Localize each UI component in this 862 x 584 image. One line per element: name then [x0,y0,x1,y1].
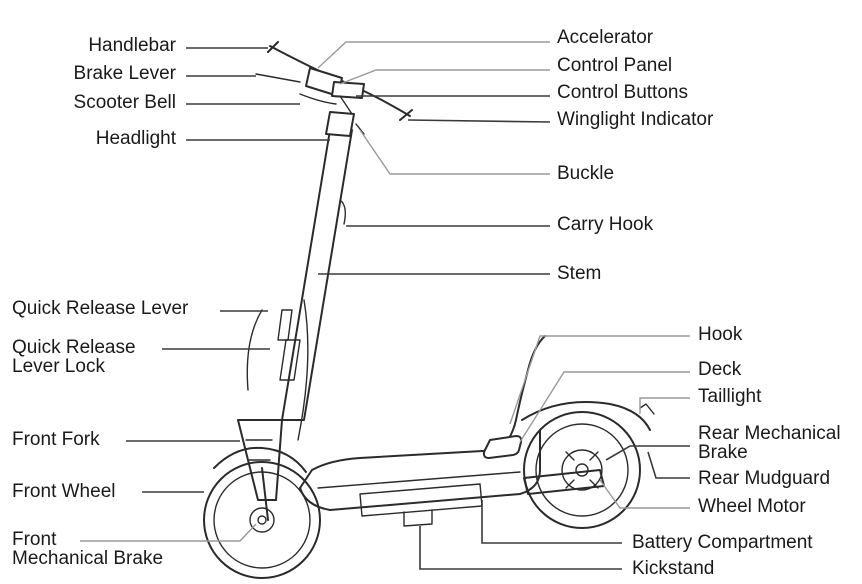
stem [246,129,353,441]
fork [237,419,283,521]
label-control-panel: Control Panel [557,55,673,76]
label-carry-hook: Carry Hook [557,214,654,235]
label-front-mechanical-brake-line1: Front [12,529,57,550]
label-brake-lever: Brake Lever [73,63,176,84]
label-hook: Hook [698,324,743,345]
front-wheel [203,461,321,579]
label-wheel-motor: Wheel Motor [698,496,806,517]
label-front-wheel: Front Wheel [12,481,116,502]
label-stem: Stem [557,263,602,284]
label-front-mechanical-brake-line2: Mechanical Brake [12,548,164,569]
label-scooter-bell: Scooter Bell [73,92,176,113]
label-taillight: Taillight [698,386,762,407]
label-front-mechanical-brake: Front Mechanical Brake [12,530,163,568]
leader-lines [80,41,690,570]
label-rear-mechanical-brake-line2: Brake [698,442,748,463]
rear-mudguard [521,401,655,431]
deck [299,335,546,511]
label-quick-release-lever-lock-line1: Quick Release [12,337,136,358]
label-rear-mechanical-brake-line1: Rear Mechanical [698,423,841,444]
headlight-block [325,111,365,137]
label-headlight: Headlight [95,128,176,149]
label-rear-mudguard: Rear Mudguard [698,468,831,489]
label-accelerator: Accelerator [557,27,654,48]
label-quick-release-lever-lock: Quick Release Lever Lock [12,338,136,376]
label-deck: Deck [698,359,742,380]
label-kickstand: Kickstand [632,558,715,579]
label-buckle: Buckle [557,163,615,184]
label-quick-release-lever: Quick Release Lever [12,298,189,319]
label-control-buttons: Control Buttons [557,82,688,103]
label-rear-mechanical-brake: Rear Mechanical Brake [698,424,841,462]
label-battery-compartment: Battery Compartment [632,532,813,553]
label-handlebar: Handlebar [88,35,176,56]
handlebar [255,41,413,121]
label-quick-release-lever-lock-line2: Lever Lock [12,356,105,377]
label-winglight-indicator: Winglight Indicator [557,109,714,130]
front-mudguard [213,446,307,473]
rear-wheel [523,411,641,529]
label-front-fork: Front Fork [12,429,100,450]
